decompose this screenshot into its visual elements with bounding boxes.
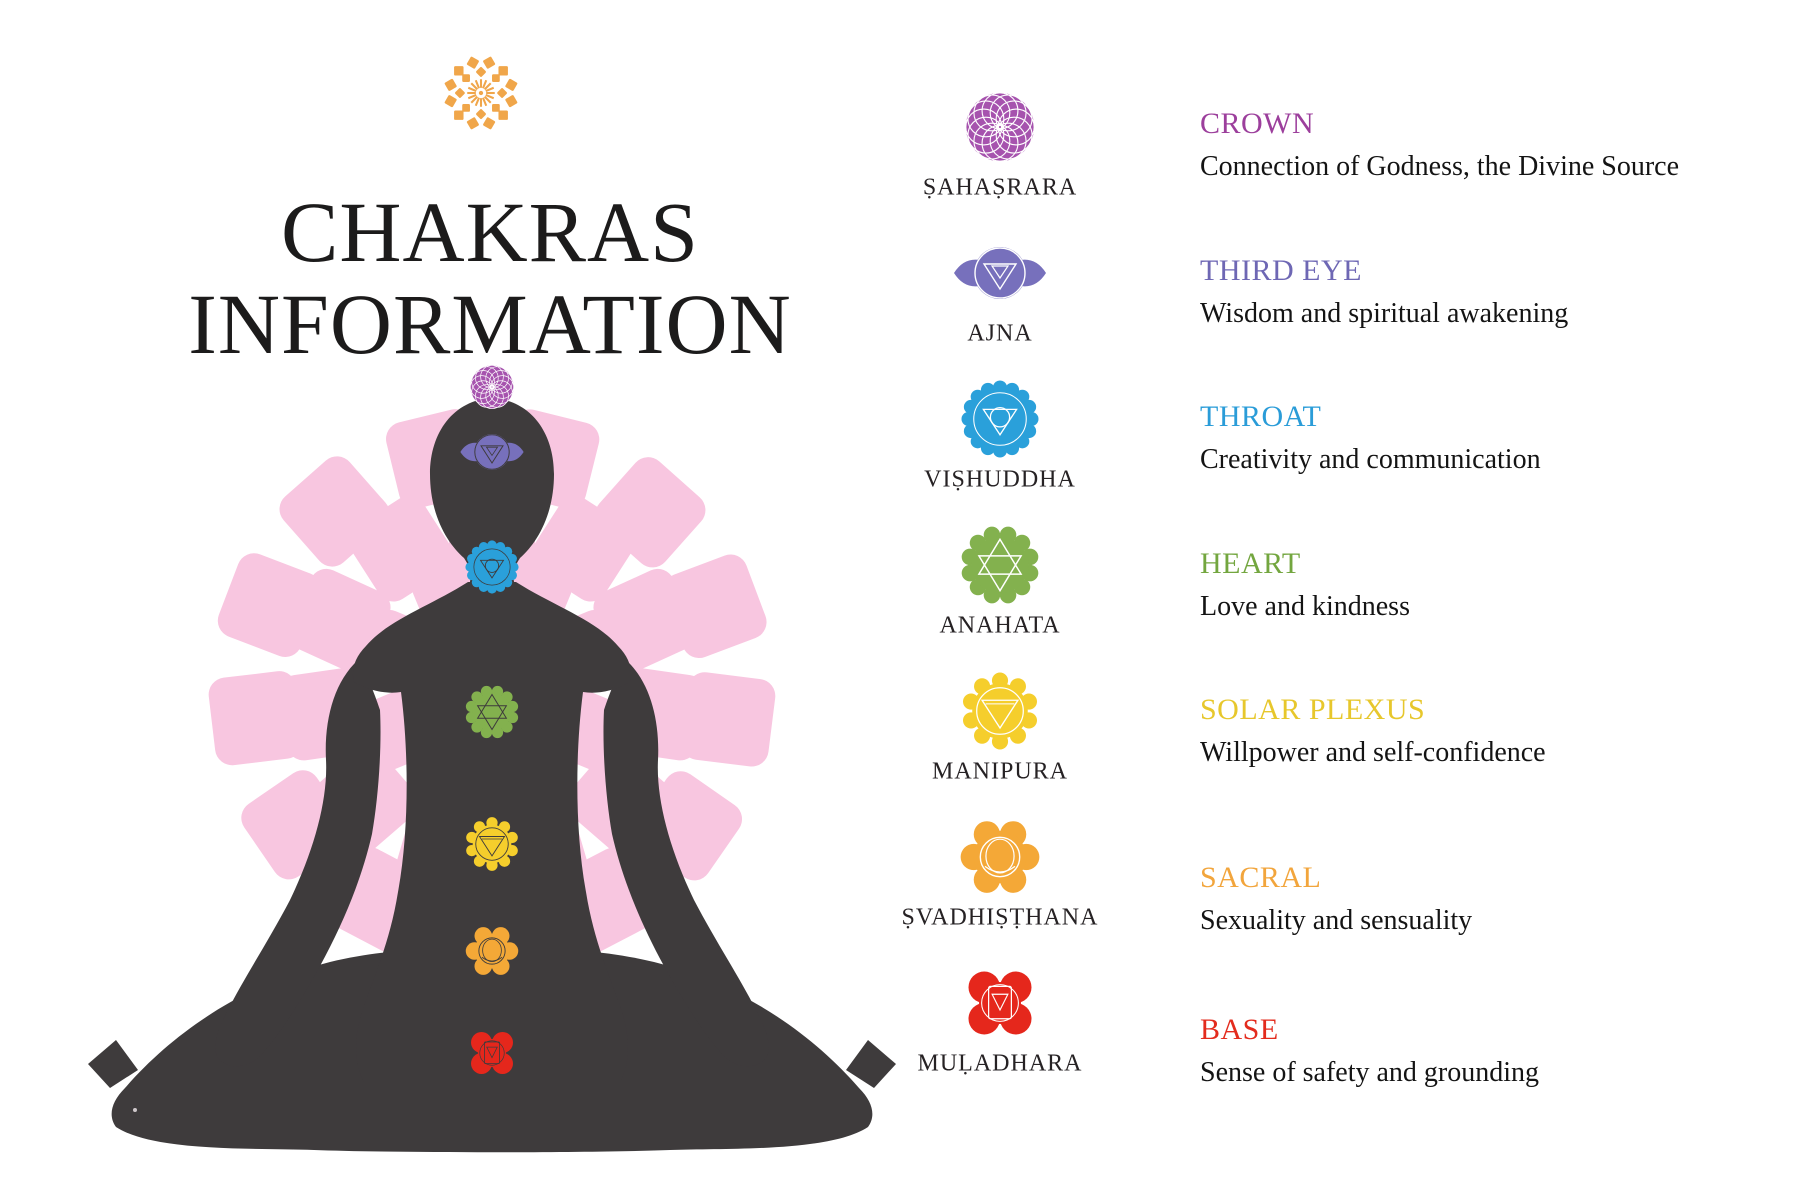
sanskrit-label-sahasrara: ṢAHAṢRARA (922, 174, 1078, 201)
sanskrit-label-manipura: MANIPURA (931, 758, 1068, 785)
chakra-name-svadhisthana: SACRAL (1200, 861, 1322, 894)
ajna-symbol (952, 225, 1048, 326)
chakra-description-anahata: Love and kindness (1200, 591, 1410, 622)
muladhara-icon (968, 971, 1032, 1035)
sanskrit-label-svadhisthana: ṢVADHIṢṬHANA (901, 904, 1099, 931)
chakra-name-anahata: HEART (1200, 547, 1301, 580)
chakra-name-ajna: THIRD EYE (1200, 254, 1362, 287)
sahasrara-symbol (959, 86, 1041, 173)
body-crown-icon (469, 364, 515, 410)
chakra-description-ajna: Wisdom and spiritual awakening (1200, 298, 1569, 329)
manipura-symbol (957, 668, 1043, 759)
body-heart-icon (465, 685, 519, 739)
body-third-eye-icon (460, 434, 524, 470)
muladhara-symbol (958, 961, 1042, 1050)
page-title: CHAKRAS INFORMATION (90, 186, 890, 370)
lotus-mandala-icon (438, 50, 524, 136)
speck (133, 1108, 137, 1112)
sanskrit-label-muladhara: MUḶADHARA (917, 1050, 1083, 1077)
body-throat-icon (465, 540, 519, 594)
chakra-description-vishuddha: Creativity and communication (1200, 444, 1541, 475)
sanskrit-label-ajna: AJNA (967, 320, 1033, 347)
ajna-icon (954, 247, 1046, 299)
silhouette-svg (88, 364, 896, 1153)
body-base-icon (471, 1032, 513, 1074)
vishuddha-icon (961, 380, 1039, 458)
chakra-description-sahasrara: Connection of Godness, the Divine Source (1200, 151, 1680, 182)
chakra-name-sahasrara: CROWN (1200, 107, 1315, 140)
chakra-name-manipura: SOLAR PLEXUS (1200, 693, 1426, 726)
body-sacral-icon (465, 927, 519, 975)
anahata-icon (961, 526, 1039, 604)
lotus-mandala-icon-svg (444, 56, 518, 130)
sanskrit-label-vishuddha: VIṢHUDDHA (924, 466, 1076, 493)
chakra-description-svadhisthana: Sexuality and sensuality (1200, 905, 1473, 936)
meditating-silhouette-illustration (30, 330, 950, 1190)
body-solar-plexus-icon (466, 817, 518, 871)
vishuddha-symbol (958, 377, 1042, 466)
anahata-symbol (956, 521, 1044, 614)
chakra-name-muladhara: BASE (1200, 1013, 1279, 1046)
chakra-description-manipura: Willpower and self-confidence (1200, 737, 1546, 768)
title-line-2: INFORMATION (188, 276, 792, 372)
manipura-icon (963, 672, 1037, 750)
sanskrit-label-anahata: ANAHATA (939, 612, 1061, 639)
sahasrara-icon (965, 92, 1035, 162)
chakra-description-muladhara: Sense of safety and grounding (1200, 1057, 1540, 1088)
chakra-name-vishuddha: THROAT (1200, 400, 1322, 433)
svadhisthana-icon (960, 821, 1040, 893)
title-line-1: CHAKRAS (281, 184, 699, 280)
svadhisthana-symbol (955, 812, 1045, 907)
